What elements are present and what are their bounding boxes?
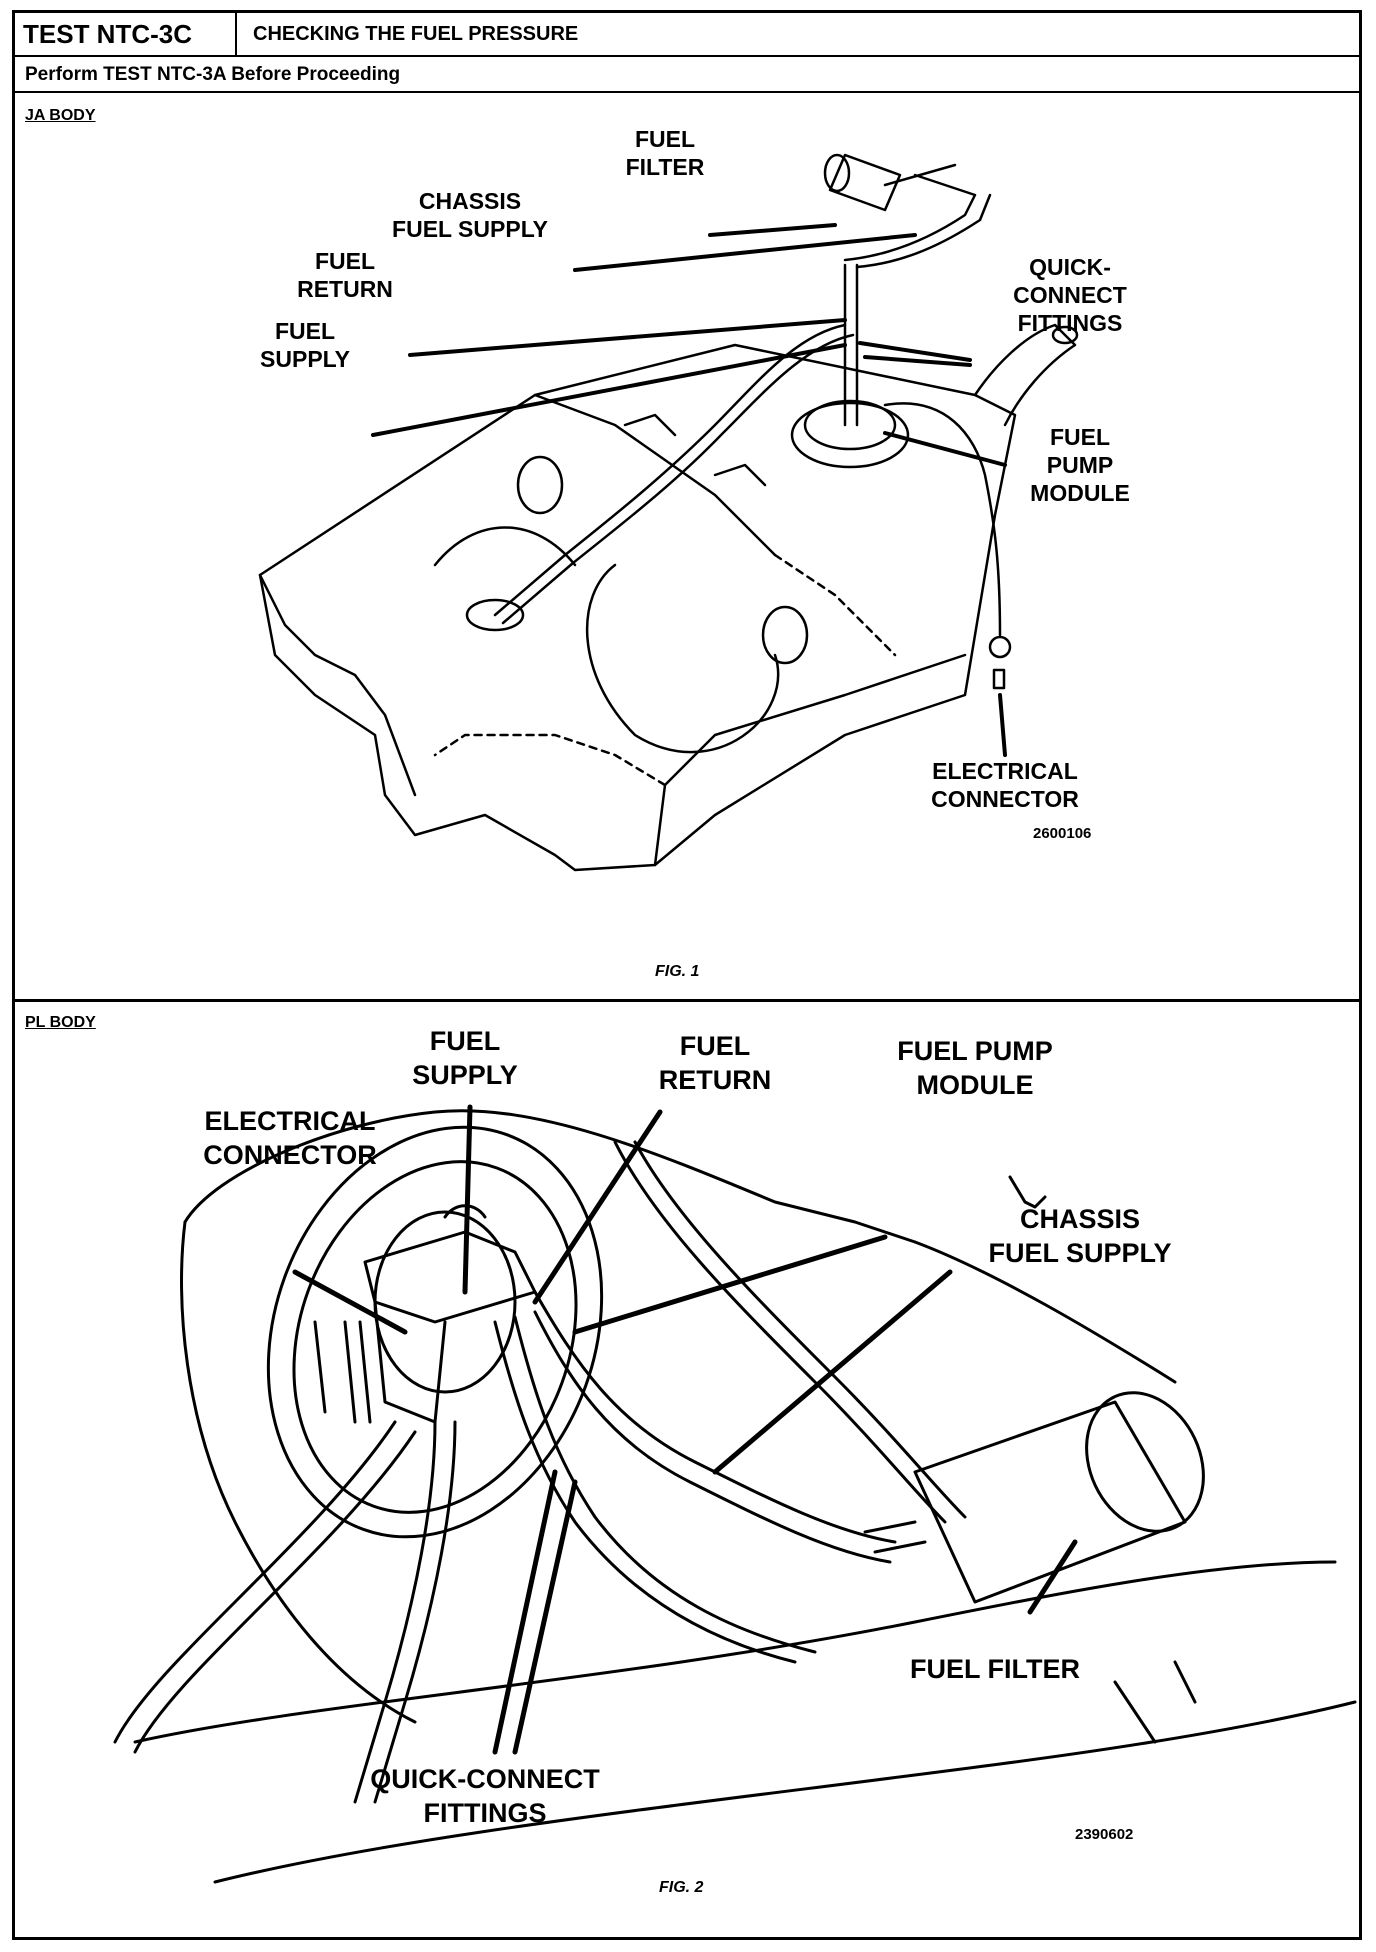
label-electrical-connector: ELECTRICAL CONNECTOR: [203, 1106, 377, 1170]
pump-area-illustration: [113, 1104, 1357, 1884]
label-electrical-connector: ELECTRICAL CONNECTOR: [931, 758, 1079, 812]
label-fuel-pump-module: FUEL PUMP MODULE: [1030, 424, 1130, 506]
test-sheet: TEST NTC-3C CHECKING THE FUEL PRESSURE P…: [12, 10, 1362, 1940]
label-fuel-supply: FUEL SUPPLY: [412, 1026, 518, 1090]
label-fuel-return: FUEL RETURN: [658, 1031, 772, 1095]
label-quick-connect-fittings: QUICK-CONNECT FITTINGS: [370, 1764, 600, 1828]
figure-2-panel: PL BODY: [15, 1002, 1359, 1937]
label-fuel-pump-module: FUEL PUMP MODULE: [897, 1036, 1053, 1100]
figure-1-body: JA BODY: [25, 107, 96, 124]
fuel-tank-illustration: [258, 153, 1079, 872]
label-chassis-fuel-supply: CHASSIS FUEL SUPPLY: [988, 1204, 1172, 1268]
figure-2-caption: FIG. 2: [659, 1879, 704, 1896]
label-fuel-return: FUEL RETURN: [297, 248, 393, 302]
label-fuel-filter: FUEL FILTER: [910, 1654, 1080, 1684]
figure-2-doc-number: 2390602: [1075, 1826, 1134, 1843]
label-quick-connect-fittings: QUICK- CONNECT FITTINGS: [1013, 254, 1127, 336]
label-chassis-fuel-supply: CHASSIS FUEL SUPPLY: [392, 188, 548, 242]
figure-1-caption: FIG. 1: [655, 963, 700, 980]
figure-2-body: PL BODY: [25, 1014, 96, 1031]
instruction: Perform TEST NTC-3A Before Proceeding: [15, 57, 1359, 93]
figure-1-panel: JA BODY: [15, 95, 1359, 1002]
test-title: CHECKING THE FUEL PRESSURE: [253, 23, 579, 45]
figure-1-doc-number: 2600106: [1033, 825, 1092, 842]
header-row: TEST NTC-3C CHECKING THE FUEL PRESSURE: [15, 13, 1359, 57]
test-id: TEST NTC-3C: [15, 13, 237, 55]
label-fuel-filter: FUEL FILTER: [625, 126, 705, 180]
label-fuel-supply: FUEL SUPPLY: [260, 318, 350, 372]
